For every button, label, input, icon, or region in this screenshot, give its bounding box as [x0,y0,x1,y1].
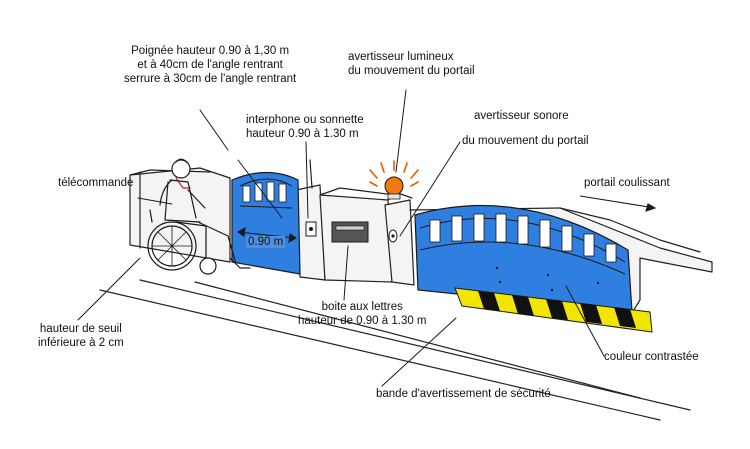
label-light-warning-line1: avertisseur lumineux [348,51,454,63]
left-wall [129,167,231,263]
label-threshold-line2: inférieure à 2 cm [38,337,124,349]
label-width: 0.90 m [246,236,286,248]
width-dimension-arrow [236,226,298,244]
warning-lamp-icon [369,160,419,200]
label-mailbox: boite aux lettres hauteur de 0.90 à 1.30… [298,300,427,328]
label-intercom-line2: hauteur 0.90 à 1.30 m [246,128,359,140]
safety-band-stripes [454,287,653,333]
label-remote: télécommande [58,177,134,189]
leader-mailbox [343,245,349,301]
label-threshold: hauteur de seuil inférieure à 2 cm [38,322,124,350]
leader-lamp [395,89,407,173]
label-handle-line1: Poignée hauteur 0.90 à 1,30 m [131,45,290,57]
label-intercom-line1: interphone ou sonnette [246,114,364,126]
pillar-right [384,199,415,286]
label-mailbox-line2: hauteur de 0.90 à 1.30 m [298,315,427,327]
label-light-warning: avertisseur lumineux du mouvement du por… [348,50,475,78]
label-sound-warning: avertisseur sonore [474,110,569,122]
label-handle-line2: et à 40cm de l'angle rentrant [137,59,283,71]
leader-band [381,317,457,387]
label-handle-line3: serrure à 30cm de l'angle rentrant [124,73,297,85]
label-handle: Poignée hauteur 0.90 à 1,30 m et à 40cm … [124,44,296,86]
ground-line-back [139,279,691,411]
direction-arrow-icon [579,195,657,212]
wheelchair-user-icon [147,158,251,275]
sliding-gate [414,204,633,313]
label-contrast: couleur contrastée [604,351,699,363]
label-light-warning-line2: du mouvement du portail [348,65,475,77]
label-sound-warning-2: du mouvement du portail [462,135,589,147]
label-intercom: interphone ou sonnette hauteur 0.90 à 1.… [246,113,364,141]
label-safety-band: bande d'avertissement de sécurité [376,388,551,400]
label-sliding-gate: portail coulissant [584,177,670,189]
ground-line-front [99,289,661,421]
leader-remote [137,197,173,205]
leader-handle [199,109,229,151]
leader-threshold [77,257,141,321]
leader-handle-2 [237,159,283,219]
curb-line [194,281,641,399]
label-mailbox-line1: boite aux lettres [321,301,403,313]
leader-contrast [565,285,605,357]
pedestrian-gate [231,171,301,275]
mailbox-icon [331,221,369,243]
intercom-icon [305,221,317,237]
label-threshold-line1: hauteur de seuil [39,323,122,335]
leader-sound [399,141,461,237]
leader-intercom [305,141,309,219]
speaker-icon [388,229,398,243]
